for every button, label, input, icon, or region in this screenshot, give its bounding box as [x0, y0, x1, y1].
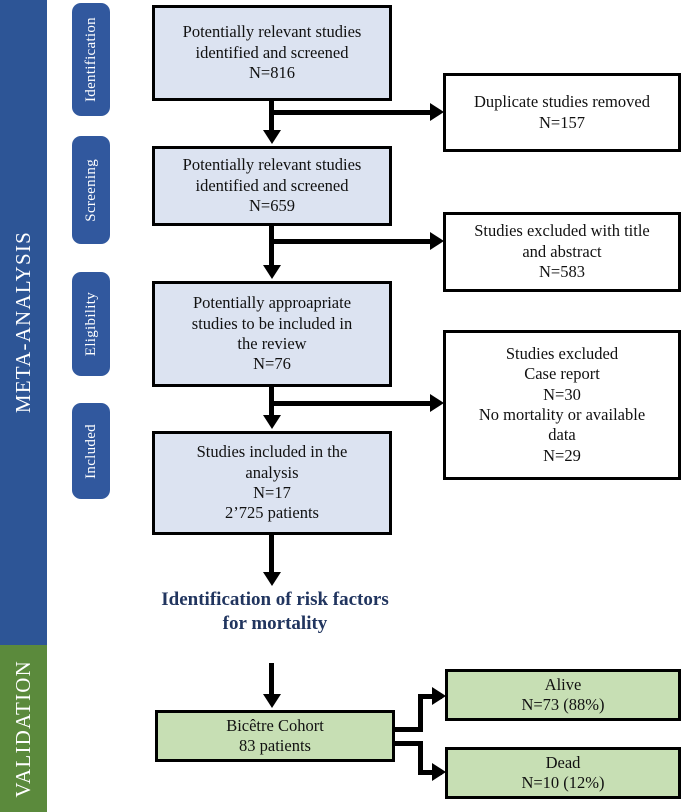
stage-pill-included: Included: [72, 403, 110, 499]
validation-box-dead: Dead N=10 (12%): [445, 747, 681, 799]
flow-box-identified-659-line-3: N=659: [249, 196, 295, 216]
flow-box-appropriate-76: Potentially approapriate studies to be i…: [152, 281, 392, 387]
validation-box-bicetre-cohort-line-1: Bicêtre Cohort: [226, 715, 324, 735]
validation-box-dead-line-2: N=10 (12%): [521, 773, 605, 792]
exclusion-box-case-report-line-1: Studies excluded: [505, 343, 619, 363]
headline-risk-factors: Identification of risk factors for morta…: [120, 588, 430, 636]
flow-box-identified-816-line-3: N=816: [249, 63, 295, 83]
arrow-right-to-duplicates: [430, 103, 444, 121]
flow-box-identified-816: Potentially relevant studies identified …: [152, 5, 392, 101]
stage-pill-eligibility-label: Eligibility: [82, 291, 99, 357]
connector-v-box2-box3: [269, 226, 274, 266]
stage-pill-identification-label: Identification: [82, 16, 99, 102]
band-meta-analysis: META-ANALYSIS: [0, 0, 47, 645]
stage-pill-screening-label: Screening: [82, 158, 99, 222]
exclusion-box-title-abstract-583-line-1: Studies excluded with title: [474, 221, 650, 241]
connector-h-to-dead: [418, 770, 442, 775]
connector-h-to-alive: [418, 694, 442, 699]
flow-box-identified-659-line-2: identified and screened: [195, 175, 349, 195]
arrow-down-box3-box4: [263, 415, 281, 429]
band-validation-label: VALIDATION: [11, 659, 35, 798]
arrow-right-to-case-report: [430, 394, 444, 412]
exclusion-box-title-abstract-583-line-3: N=583: [539, 262, 585, 282]
headline-line-1: Identification of risk factors: [161, 589, 389, 610]
exclusion-box-case-report-line-5: data: [548, 425, 576, 445]
arrow-down-box4-headline: [263, 572, 281, 586]
arrow-down-box1-box2: [263, 130, 281, 144]
exclusion-box-duplicates-157-line-1: Duplicate studies removed: [474, 92, 650, 112]
exclusion-box-case-report: Studies excluded Case report N=30 No mor…: [443, 330, 681, 480]
flow-box-appropriate-76-line-3: the review: [237, 334, 307, 353]
connector-v-to-dead: [418, 741, 423, 775]
band-meta-analysis-label: META-ANALYSIS: [11, 231, 35, 414]
connector-v-box1-box2: [269, 101, 274, 132]
exclusion-box-title-abstract-583: Studies excluded with title and abstract…: [443, 212, 681, 292]
flow-box-included-17-line-1: Studies included in the: [196, 442, 348, 462]
flow-box-appropriate-76-line-4: N=76: [253, 354, 291, 374]
validation-box-alive: Alive N=73 (88%): [445, 669, 681, 721]
validation-box-dead-line-1: Dead: [545, 752, 581, 772]
connector-h-to-case-report: [269, 401, 434, 406]
flow-box-included-17-line-3: N=17: [253, 483, 291, 502]
exclusion-box-case-report-line-6: N=29: [543, 445, 581, 465]
validation-box-bicetre-cohort-line-2: 83 patients: [239, 736, 311, 755]
exclusion-box-case-report-line-2: Case report: [524, 364, 600, 384]
connector-h-to-duplicates: [269, 110, 434, 115]
flow-box-appropriate-76-line-2: studies to be included in: [191, 313, 353, 333]
stage-pill-eligibility: Eligibility: [72, 272, 110, 376]
flow-box-included-17-line-4: 2’725 patients: [225, 503, 319, 523]
flow-box-included-17-line-2: analysis: [245, 462, 299, 482]
exclusion-box-case-report-line-3: N=30: [543, 384, 581, 404]
arrow-right-to-title-abstract: [430, 232, 444, 250]
exclusion-box-title-abstract-583-line-2: and abstract: [522, 241, 602, 261]
stage-pill-included-label: Included: [82, 423, 99, 479]
flow-box-identified-659: Potentially relevant studies identified …: [152, 146, 392, 226]
validation-box-alive-line-2: N=73 (88%): [521, 695, 605, 714]
arrow-right-to-dead: [432, 763, 446, 781]
exclusion-box-case-report-line-4: No mortality or available: [478, 405, 646, 424]
exclusion-box-duplicates-157: Duplicate studies removed N=157: [443, 73, 681, 152]
validation-box-alive-line-1: Alive: [544, 674, 582, 694]
validation-box-bicetre-cohort: Bicêtre Cohort 83 patients: [155, 710, 395, 762]
arrow-down-box2-box3: [263, 265, 281, 279]
connector-h-cohort-lower-stub: [393, 741, 423, 746]
exclusion-box-duplicates-157-line-2: N=157: [539, 112, 585, 132]
flow-box-included-17: Studies included in the analysis N=17 2’…: [152, 431, 392, 535]
band-validation: VALIDATION: [0, 645, 47, 812]
headline-line-2: for mortality: [222, 612, 328, 634]
stage-pill-identification: Identification: [72, 3, 110, 116]
flow-box-identified-816-line-1: Potentially relevant studies: [182, 22, 362, 42]
connector-v-to-alive: [418, 694, 423, 732]
arrow-down-headline-cohort: [263, 694, 281, 708]
connector-h-cohort-upper-stub: [393, 727, 423, 732]
flow-box-appropriate-76-line-1: Potentially approapriate: [192, 293, 352, 313]
arrow-right-to-alive: [432, 687, 446, 705]
flow-box-identified-816-line-2: identified and screened: [195, 42, 349, 62]
stage-pill-screening: Screening: [72, 136, 110, 244]
connector-v-headline-cohort: [269, 663, 274, 696]
connector-h-to-title-abstract: [269, 239, 434, 244]
flow-box-identified-659-line-1: Potentially relevant studies: [182, 155, 362, 175]
connector-v-box4-headline: [269, 535, 274, 575]
